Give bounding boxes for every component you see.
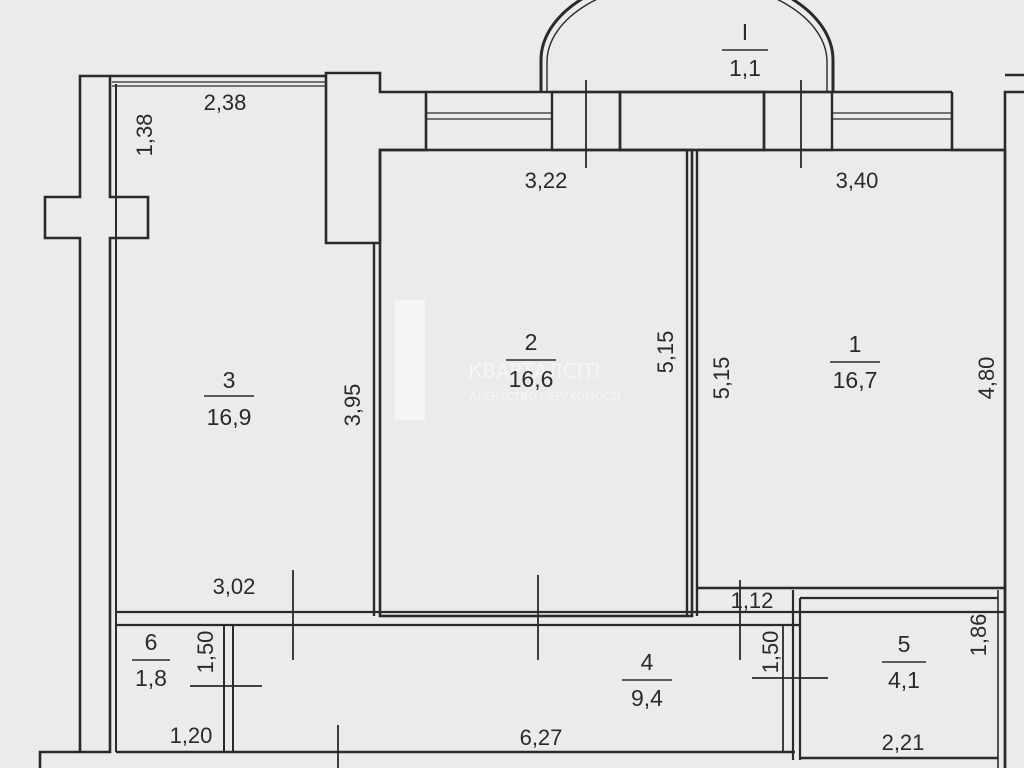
dim-room1-top: 3,40 (836, 168, 879, 193)
room1-number: 1 (849, 331, 862, 357)
room4-area: 9,4 (631, 685, 663, 711)
dim-room1-right: 4,80 (974, 357, 999, 400)
room5-area: 4,1 (888, 667, 920, 693)
watermark-building (395, 300, 425, 420)
dim-corridor-small: 1,12 (731, 588, 774, 613)
dim-room3-right: 3,95 (340, 384, 365, 427)
watermark-brand: КВАРТАЛСІТІ (468, 359, 601, 383)
top-pillar-right (950, 90, 1024, 152)
balcony-outline (539, 0, 835, 92)
dim-room1-left: 5,15 (709, 357, 734, 400)
dim-room6-bottom: 1,20 (170, 723, 213, 748)
room3-area: 16,9 (207, 404, 252, 430)
left-wall (43, 74, 150, 754)
balcony-number: I (742, 19, 748, 45)
room6-area: 1,8 (135, 665, 167, 691)
dim-room6-side: 1,50 (193, 631, 218, 674)
watermark: КВАРТАЛСІТІ АГЕНТСТВО НЕРУХОМОСТІ (395, 300, 621, 420)
dim-room3-top: 2,38 (204, 90, 247, 115)
room6-number: 6 (145, 629, 158, 655)
bottom-left-stub (38, 750, 80, 768)
dim-room5-bottom: 2,21 (882, 730, 925, 755)
top-pillar-left (324, 71, 428, 245)
dim-room3-left-top: 1,38 (132, 114, 157, 157)
dim-room3-bottom: 3,02 (213, 574, 256, 599)
room1-area: 16,7 (833, 367, 878, 393)
room3-number: 3 (223, 367, 236, 393)
dim-room5-right: 1,86 (966, 614, 991, 657)
room5-number: 5 (898, 631, 911, 657)
dim-room2-top: 3,22 (525, 168, 568, 193)
room4-number: 4 (641, 649, 654, 675)
dim-room5-left: 1,50 (758, 631, 783, 674)
room2-outline (378, 148, 694, 618)
dim-room2-right: 5,15 (653, 331, 678, 374)
dim-corridor-bottom: 6,27 (520, 725, 563, 750)
balcony-door-right (762, 90, 834, 152)
watermark-tagline: АГЕНТСТВО НЕРУХОМОСТІ (470, 390, 621, 403)
window-middle-block (618, 90, 766, 152)
room2-number: 2 (525, 329, 538, 355)
room2-area: 16,6 (509, 366, 554, 392)
balcony-area: 1,1 (729, 55, 761, 81)
balcony-inner-outline (546, 0, 828, 92)
